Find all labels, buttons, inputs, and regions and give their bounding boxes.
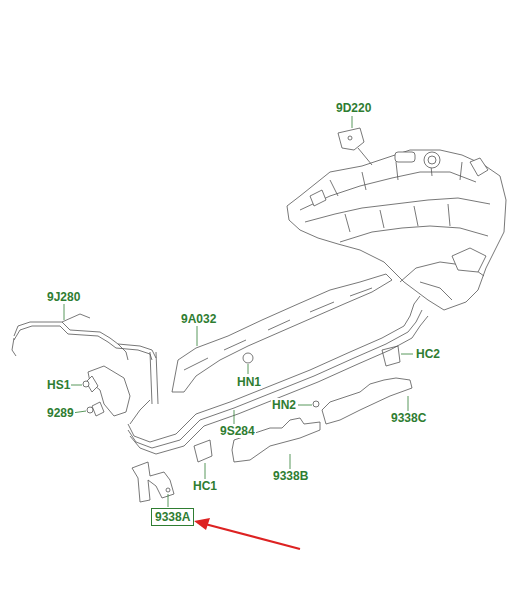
callout-number: 9A032 [180, 312, 217, 326]
callout-number: HC2 [415, 347, 441, 361]
callout-number: 9S284 [219, 424, 256, 438]
callout-number: 9D220 [335, 101, 372, 115]
callout-number: HN2 [271, 398, 297, 412]
heat-shield [172, 274, 392, 392]
tank-bracket [338, 128, 372, 165]
callout-number: 9289 [46, 406, 75, 420]
brackets [132, 378, 412, 502]
callout-number: 9338C [390, 411, 427, 425]
callout-number: 9J280 [46, 290, 81, 304]
pointer-arrow [194, 518, 300, 549]
leader-lines [64, 116, 413, 507]
fuel-line-9J280 [12, 314, 156, 360]
filler-pipe [86, 352, 158, 416]
part-number: 9338A [155, 510, 190, 524]
fuel-tank [287, 150, 506, 310]
callout-number: HN1 [236, 375, 262, 389]
part-number-box: 9338A [151, 508, 194, 526]
callout-number: HC1 [192, 479, 218, 493]
callout-number: 9338B [272, 469, 309, 483]
callout-number: HS1 [46, 378, 71, 392]
